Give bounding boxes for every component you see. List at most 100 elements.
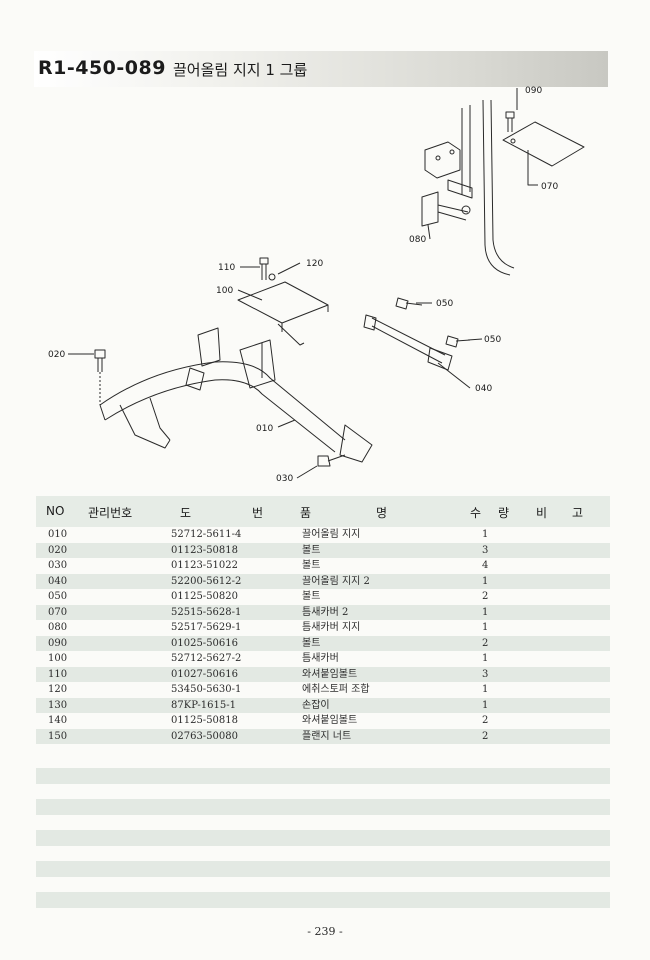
frame-post [461, 105, 471, 195]
support-bolt [461, 205, 471, 215]
table-row: 100 52712-5627-2 틈새카버 1 [36, 651, 610, 667]
row-drawing-number: 01027-50616 [171, 668, 239, 680]
empty-table-row [36, 861, 610, 877]
row-drawing-number: 53450-5630-1 [171, 684, 242, 695]
table-empty-rows [36, 768, 610, 923]
bracket-hole [435, 155, 441, 161]
row-quantity: 2 [482, 591, 489, 602]
row-part-name: 끌어올림 지지 [302, 529, 361, 540]
row-quantity: 2 [482, 637, 489, 649]
row-no: 050 [48, 591, 68, 602]
leader [467, 338, 483, 341]
bracket-lower [447, 179, 473, 199]
table-row: 150 02763-50080 플랜지 너트 2 [36, 728, 610, 744]
empty-table-row [36, 768, 610, 784]
leader [237, 289, 263, 301]
header-name-b: 명 [376, 506, 388, 520]
empty-table-row [36, 799, 610, 815]
main-frame-010 [99, 361, 346, 453]
row-drawing-number: 01123-50818 [171, 544, 239, 556]
callout-080: 080 [409, 235, 426, 245]
row-drawing-number: 01125-50818 [171, 715, 239, 726]
callout-070: 070 [541, 182, 558, 192]
empty-table-row [36, 784, 610, 800]
row-no: 070 [48, 606, 68, 618]
leader [277, 419, 296, 428]
row-part-name: 틈새카버 [302, 653, 339, 664]
bolt-050-b [445, 335, 471, 348]
leader [296, 465, 318, 479]
frame-plate [197, 327, 221, 367]
header-qty-b: 량 [498, 506, 510, 520]
header-remark-b: 고 [572, 506, 584, 520]
header-name-a: 품 [300, 506, 312, 520]
callout-100: 100 [216, 286, 233, 296]
row-part-name: 볼트 [302, 591, 321, 602]
row-quantity: 3 [482, 668, 489, 680]
row-part-name: 에취스토퍼 조합 [302, 684, 370, 695]
group-code: R1-450-089 [38, 57, 166, 79]
row-part-name: 틈새카버 지지 [302, 622, 361, 633]
row-quantity: 3 [482, 544, 489, 556]
bolt-110 [259, 257, 269, 280]
cover-plate-070 [502, 121, 585, 167]
row-quantity: 1 [482, 529, 489, 540]
cover-support-080 [421, 191, 439, 227]
row-no: 100 [48, 653, 68, 664]
row-no: 020 [48, 544, 68, 556]
row-part-name: 와셔붙임볼트 [302, 668, 358, 680]
empty-table-row [36, 846, 610, 862]
row-drawing-number: 01123-51022 [171, 560, 239, 571]
bolt-020 [94, 349, 106, 372]
header-drawing-b: 번 [252, 506, 264, 520]
parts-diagram: 090 070 080 110 120 100 050 050 020 040 … [48, 86, 585, 484]
title-bar [34, 51, 608, 87]
leader [427, 224, 431, 240]
row-drawing-number: 01025-50616 [171, 637, 239, 649]
washer-120 [268, 273, 276, 281]
row-no: 150 [48, 730, 68, 742]
support-arm [437, 204, 469, 221]
stopper-rod [277, 323, 305, 346]
row-drawing-number: 52712-5627-2 [171, 653, 242, 664]
leader [437, 362, 471, 389]
gap-cover-100 [237, 281, 329, 324]
row-part-name: 틈새카버 2 [302, 606, 349, 618]
row-drawing-number: 02763-50080 [171, 730, 239, 742]
header-drawing-a: 도 [180, 506, 192, 520]
row-no: 080 [48, 622, 68, 633]
gap-cover-edge [281, 305, 329, 332]
table-row: 050 01125-50820 볼트 2 [36, 589, 610, 605]
empty-table-row [36, 815, 610, 831]
row-no: 040 [48, 575, 68, 587]
callout-010: 010 [256, 424, 273, 434]
row-quantity: 1 [482, 653, 489, 664]
row-part-name: 와셔붙임볼트 [302, 715, 358, 726]
row-quantity: 1 [482, 684, 489, 695]
row-part-name: 플랜지 너트 [302, 730, 352, 742]
link-bracket [427, 347, 453, 371]
row-drawing-number: 87KP-1615-1 [171, 699, 236, 711]
row-quantity: 1 [482, 575, 489, 587]
callout-120: 120 [306, 259, 323, 269]
row-quantity: 2 [482, 730, 489, 742]
callout-050: 050 [436, 299, 453, 309]
cover-hole [510, 138, 516, 144]
link-end [363, 314, 377, 331]
row-drawing-number: 01125-50820 [171, 591, 239, 602]
frame-leg [119, 397, 171, 449]
bolt-090 [505, 111, 515, 132]
row-no: 090 [48, 637, 68, 649]
link-bar-040 [371, 317, 446, 364]
row-drawing-number: 52712-5611-4 [171, 529, 242, 540]
